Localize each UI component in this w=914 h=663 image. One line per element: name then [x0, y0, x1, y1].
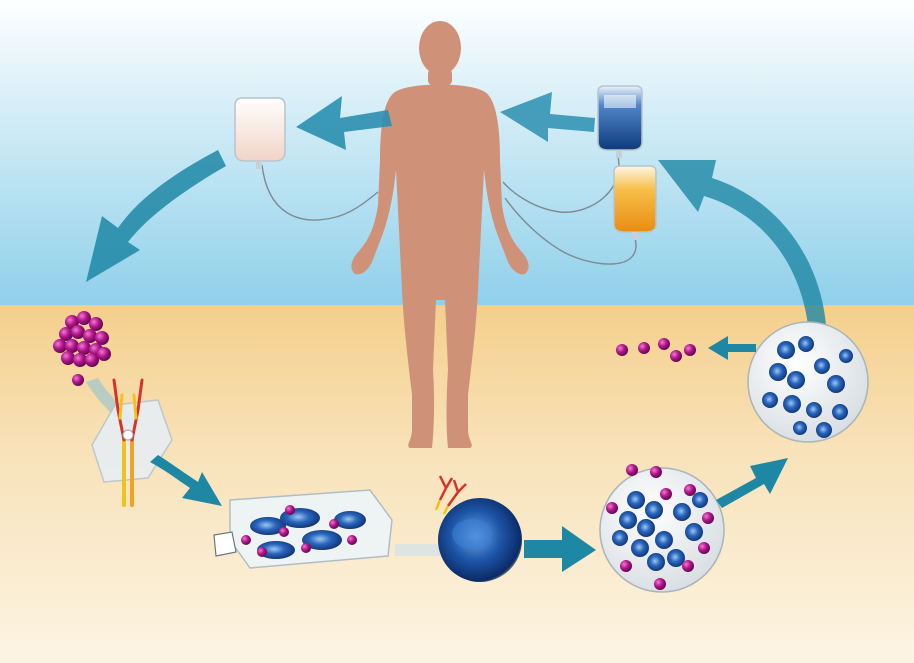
infusion-bag-icon — [598, 86, 642, 158]
bead-removal-culture-icon — [748, 322, 868, 442]
apheresis-bag-icon — [235, 98, 285, 169]
infusion-bag-icon — [614, 166, 656, 240]
arrow-flask-to-cell — [395, 544, 440, 556]
